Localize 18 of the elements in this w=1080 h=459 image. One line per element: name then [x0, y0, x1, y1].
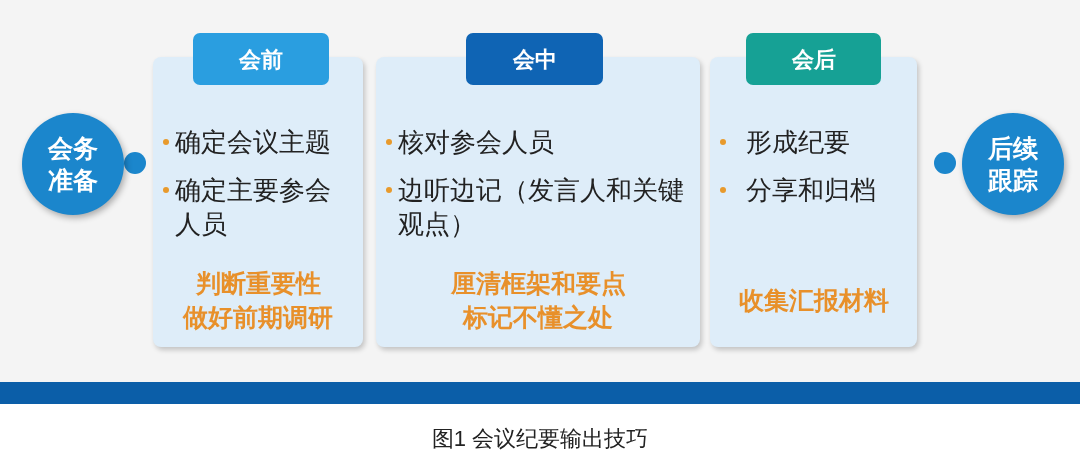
base-bar: [0, 382, 1080, 404]
bullet-text: 核对参会人员: [398, 126, 554, 159]
phase-tab: 会中: [466, 33, 603, 85]
bullet-text: 确定主要参会人员: [175, 174, 332, 241]
stage-title: 后续跟踪: [987, 133, 1039, 196]
bullet-text: 分享和归档: [746, 174, 876, 207]
bullet-text: 确定会议主题: [175, 126, 331, 159]
phase-tab: 会前: [193, 33, 329, 85]
summary-text: 收集汇报材料: [738, 285, 889, 316]
summary-text: 标记不懂之处: [463, 302, 613, 333]
phase-tab: 会后: [746, 33, 881, 85]
summary-text: 厘清框架和要点: [450, 268, 626, 299]
bullet-text: 边听边记（发言人和关键观点）: [398, 174, 685, 241]
summary-text: 做好前期调研: [183, 302, 333, 333]
figure-caption: 图1 会议纪要输出技巧: [431, 425, 649, 453]
summary-text: 判断重要性: [195, 268, 321, 299]
stage-title: 会务准备: [47, 133, 99, 196]
bullet-text: 形成纪要: [746, 126, 850, 159]
